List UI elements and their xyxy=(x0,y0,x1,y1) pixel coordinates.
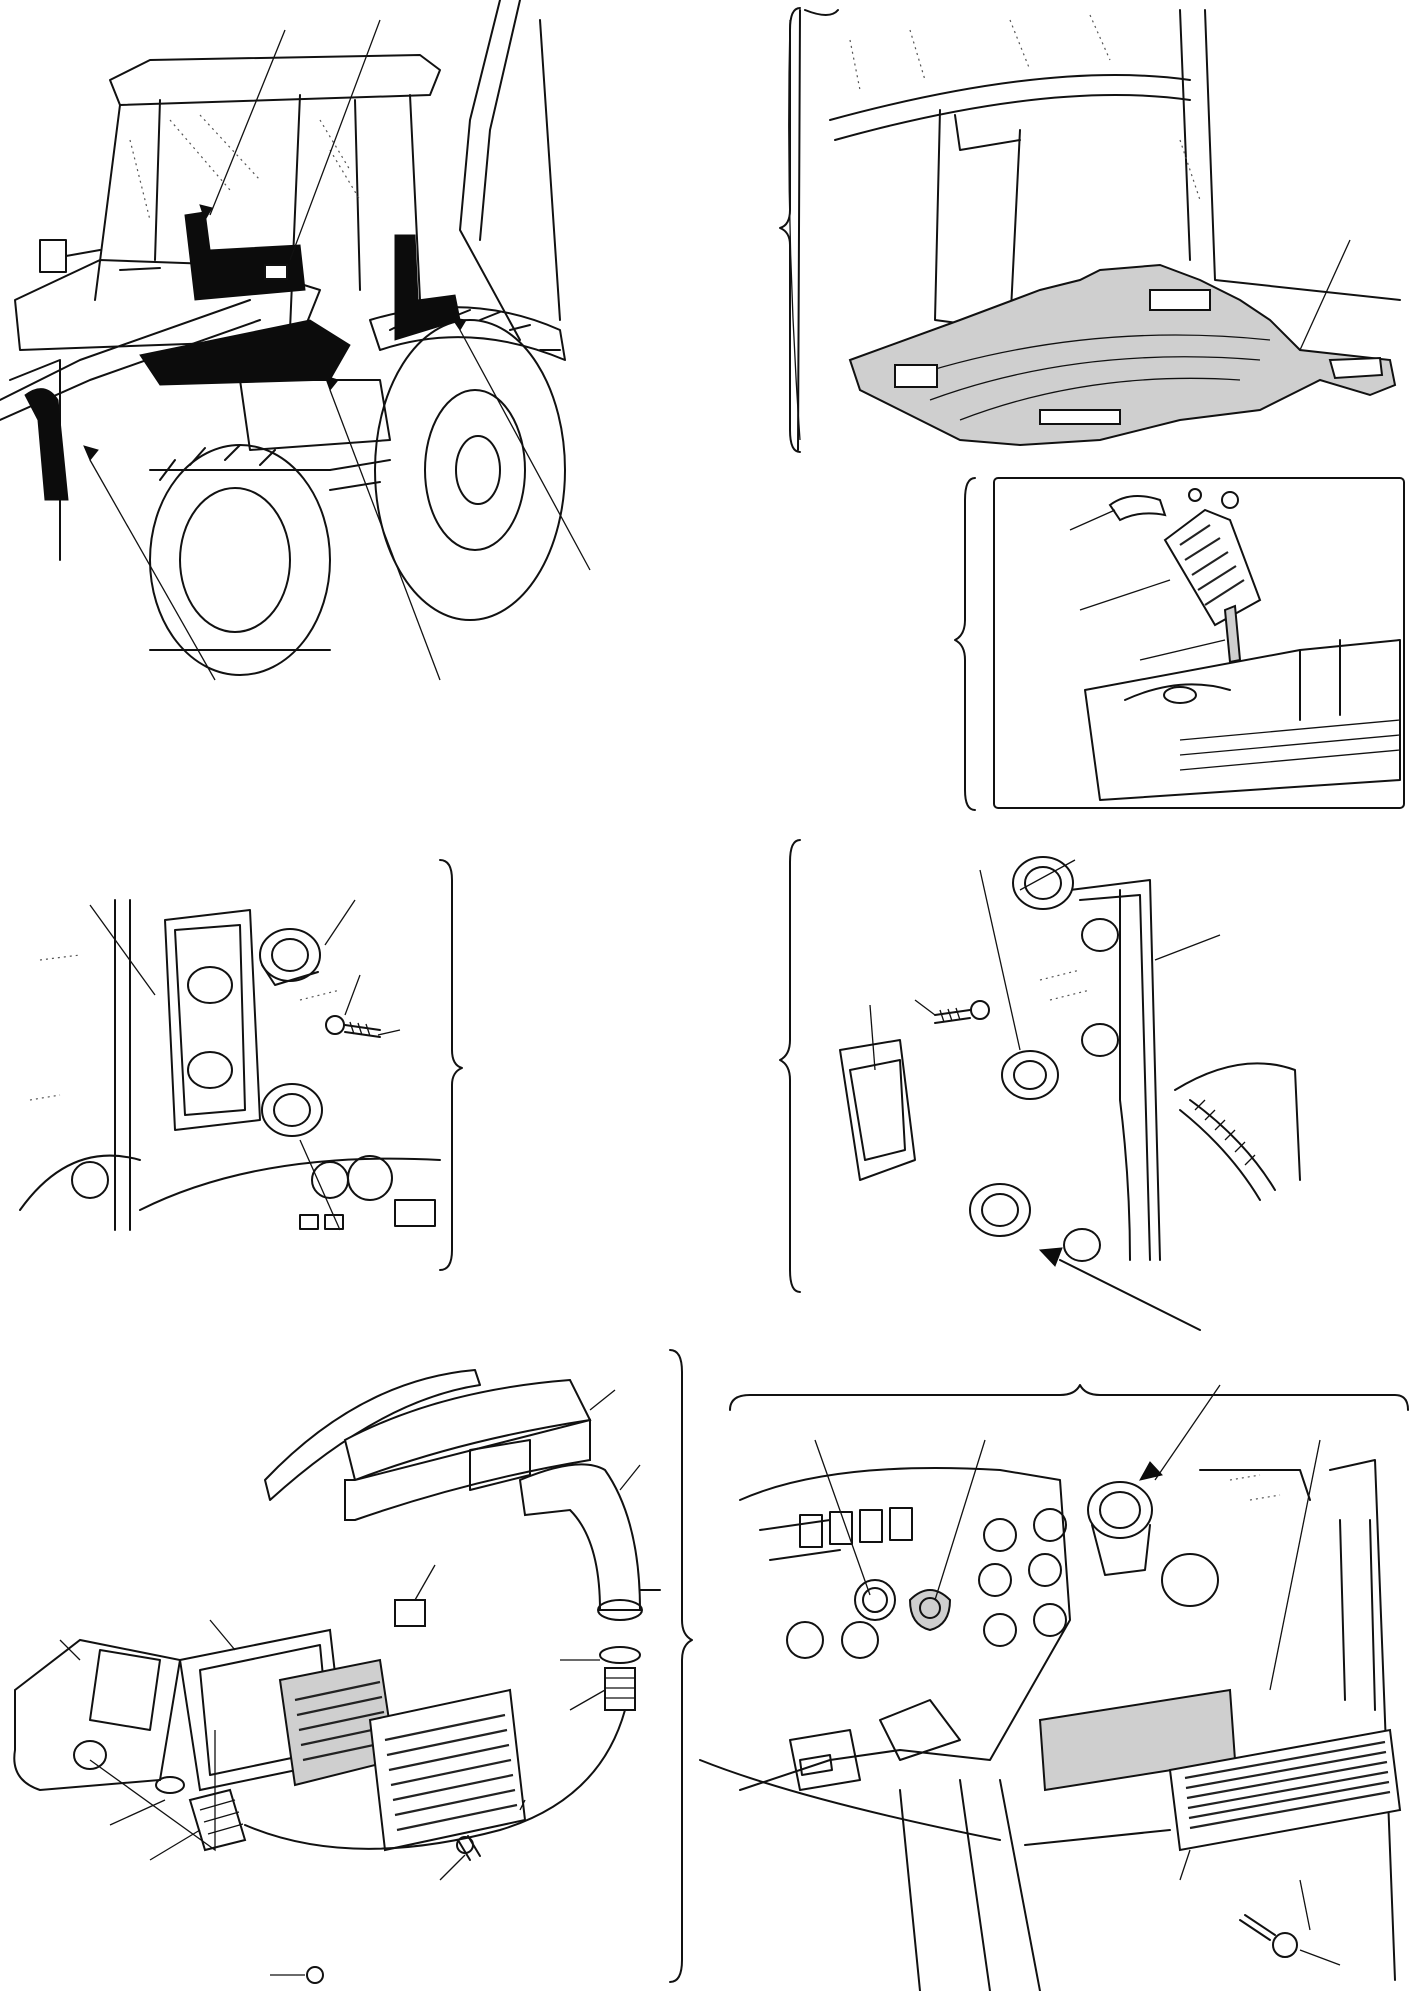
panel-radiator-filter-detail xyxy=(954,477,1405,811)
panel-left-pillar-plugs xyxy=(19,859,463,1271)
panel-dashboard-vent-installation xyxy=(699,1384,1409,1991)
panel-cab-floor-mat xyxy=(779,7,1401,453)
panel-right-pillar-plugs xyxy=(779,839,1301,1331)
panel-air-vent-exploded xyxy=(13,1349,693,1984)
panel-machine-overview xyxy=(0,0,591,681)
